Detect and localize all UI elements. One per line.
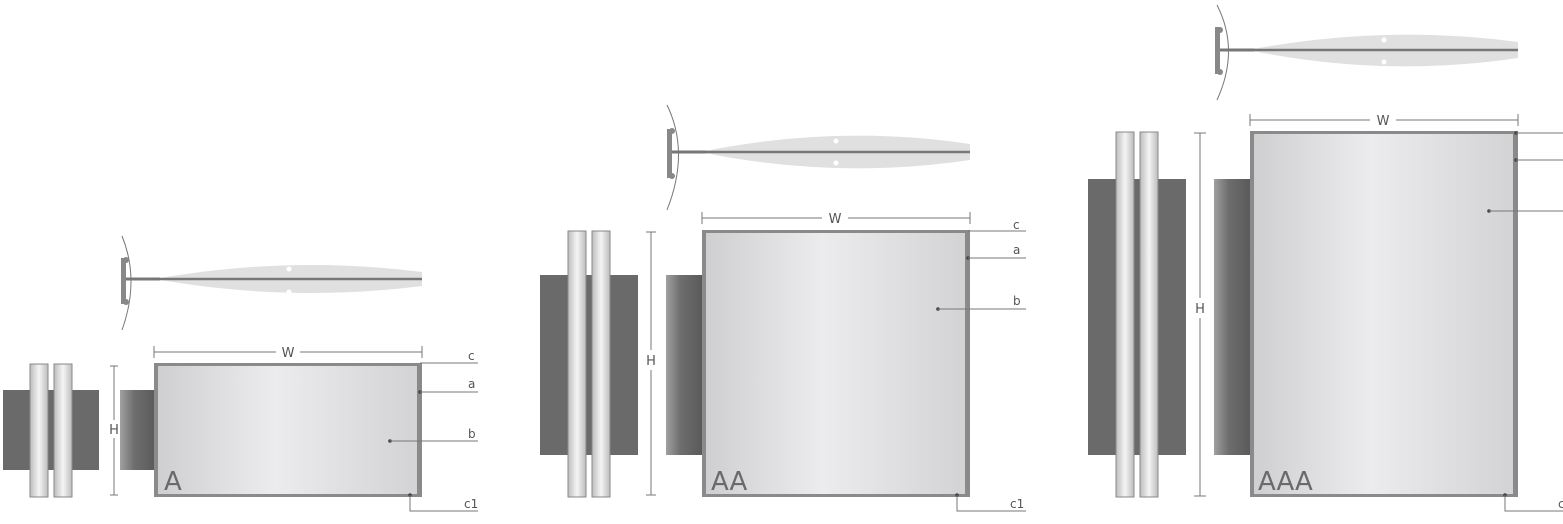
- callout-c1: c1: [1010, 497, 1024, 511]
- callout-c: c: [468, 349, 475, 363]
- callout-c1: c1: [464, 497, 478, 511]
- front-view-aaa: W AAA c: [1249, 114, 1563, 512]
- side-view-a: H: [3, 363, 156, 498]
- callout-b: b: [468, 427, 476, 441]
- callout-a: a: [1013, 243, 1020, 257]
- wall-curve: [121, 235, 132, 331]
- height-label: H: [109, 423, 119, 438]
- width-label: W: [829, 212, 842, 227]
- wall-bracket-icon: [121, 258, 126, 304]
- height-label: H: [646, 354, 656, 369]
- variant-aaa: H W AAA c: [1088, 4, 1563, 512]
- wall-bracket-icon: [1215, 27, 1220, 74]
- top-view-a: [121, 235, 422, 331]
- variant-aa: H W AA c a b c1: [540, 104, 1026, 512]
- callout-c1-partial: c: [1558, 497, 1563, 511]
- size-label: AAA: [1258, 467, 1313, 497]
- width-label: W: [282, 346, 295, 361]
- height-label: H: [1195, 302, 1205, 317]
- variant-a: H W A c a b c1: [3, 235, 478, 512]
- side-view-aa: H: [540, 230, 702, 498]
- callout-c: c: [1013, 218, 1020, 232]
- side-view-aaa: H: [1088, 131, 1250, 498]
- front-view-aa: W AA c a b c1: [701, 212, 1026, 512]
- callout-a: a: [468, 377, 475, 391]
- size-label: AA: [711, 467, 748, 497]
- width-label: W: [1377, 114, 1390, 129]
- top-view-aaa: [1215, 4, 1518, 101]
- top-view-aa: [666, 104, 970, 211]
- callout-b: b: [1013, 294, 1021, 308]
- callout-c1-line: [1504, 495, 1563, 512]
- front-view-a: W A c a b c1: [153, 346, 478, 512]
- wall-bracket-icon: [667, 129, 672, 178]
- size-label: A: [164, 467, 182, 497]
